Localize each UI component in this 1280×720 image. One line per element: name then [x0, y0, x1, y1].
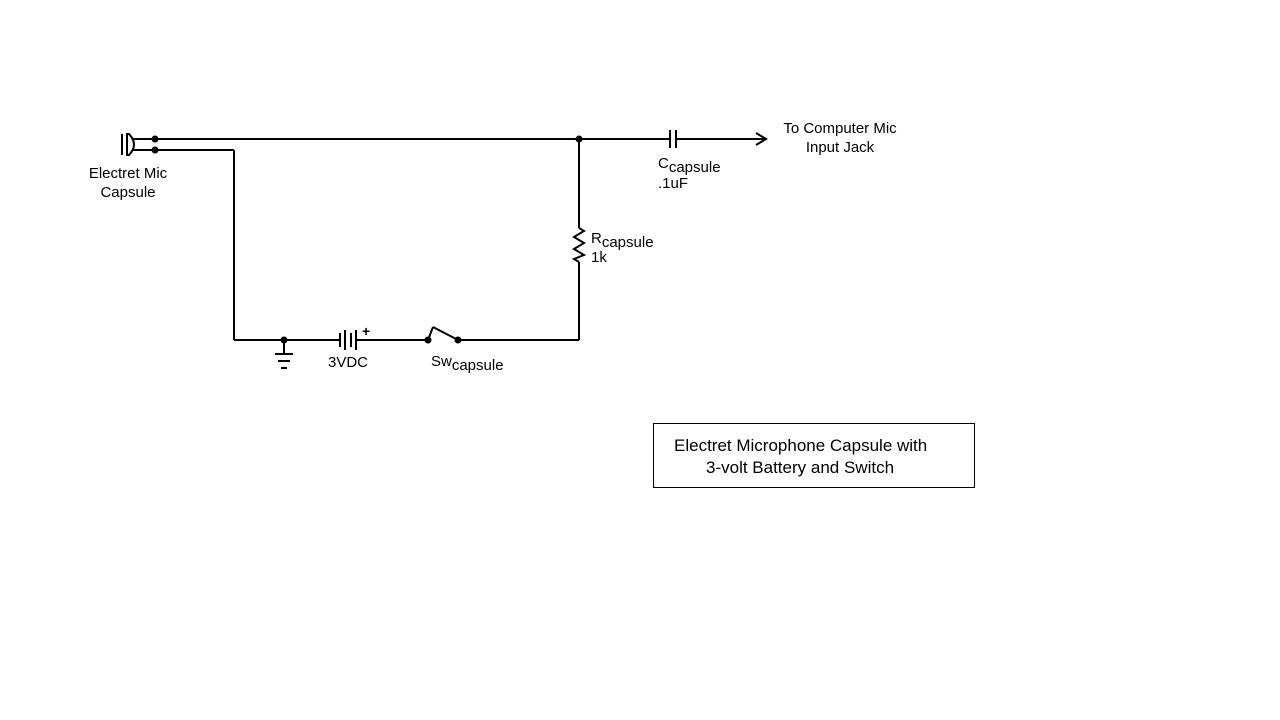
- capacitor-subscript: capsule: [668, 159, 721, 176]
- switch-name: Sw: [431, 353, 452, 370]
- junction-dots: [151, 135, 583, 344]
- switch-left-dot: [424, 336, 432, 344]
- switch-symbol: [427, 326, 459, 341]
- capacitor-label: Ccapsule: [658, 154, 721, 176]
- mic-label-line2: Capsule: [100, 184, 156, 201]
- output-label-line2: Input Jack: [805, 139, 875, 156]
- title-box: Electret Microphone Capsule with 3-volt …: [653, 423, 975, 488]
- switch-right-dot: [454, 336, 462, 344]
- resistor-name: R: [591, 230, 602, 247]
- electret-mic-symbol: [121, 133, 155, 156]
- wires: [155, 138, 766, 341]
- switch-subscript: capsule: [451, 357, 504, 374]
- switch-label: Swcapsule: [431, 352, 504, 374]
- resistor-value: 1k: [591, 249, 607, 266]
- resistor-subscript: capsule: [601, 234, 654, 251]
- resistor-label: Rcapsule: [591, 229, 654, 251]
- mic-label: Electret Mic Capsule: [78, 164, 178, 202]
- capacitor-symbol: [669, 130, 677, 148]
- output-label-line1: To Computer Mic: [783, 120, 897, 137]
- capacitor-value: .1uF: [658, 175, 689, 192]
- resistor-symbol: [571, 227, 587, 263]
- title-line2: 3-volt Battery and Switch: [706, 458, 895, 477]
- battery-symbol: [339, 330, 357, 350]
- battery-polarity: +: [362, 323, 371, 339]
- output-label: To Computer Mic Input Jack: [768, 119, 912, 157]
- ground-symbol: [275, 340, 293, 369]
- node-top-right-dot: [575, 135, 583, 143]
- mic-terminal-bottom-dot: [151, 146, 159, 154]
- output-arrow: [755, 132, 768, 146]
- mic-terminal-top-dot: [151, 135, 159, 143]
- ground-node-dot: [280, 336, 288, 344]
- mic-label-line1: Electret Mic: [88, 165, 168, 182]
- title-line1: Electret Microphone Capsule with: [674, 436, 928, 455]
- battery-label: 3VDC: [328, 354, 369, 371]
- capacitor-name: C: [658, 155, 669, 172]
